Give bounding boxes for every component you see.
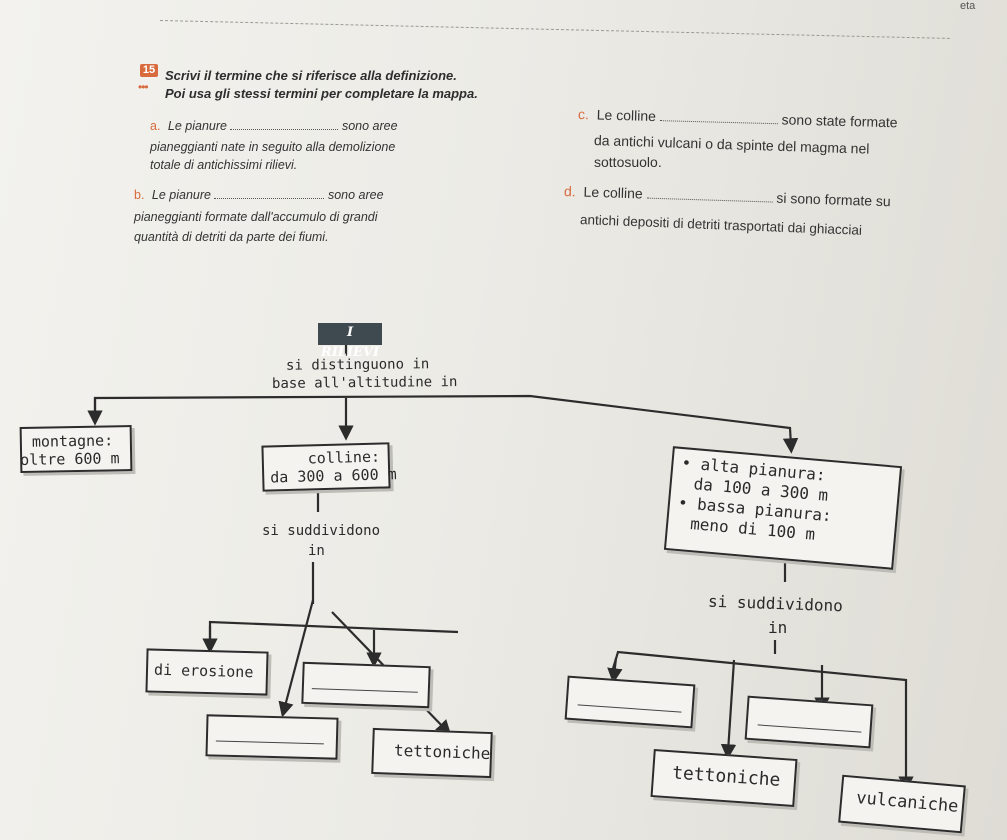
hills-blank-box-2 bbox=[205, 714, 339, 760]
definition-a-blank[interactable] bbox=[230, 119, 339, 130]
definition-b-line-1: b. Le pianure sono aree bbox=[134, 188, 384, 202]
definition-b-blank[interactable] bbox=[214, 188, 325, 199]
definition-a-line-1: a. Le pianure sono aree bbox=[150, 119, 398, 133]
difficulty-dots: ••• bbox=[138, 80, 149, 94]
definition-a-line-2: pianeggianti nate in seguito alla demoli… bbox=[150, 140, 396, 154]
hills-box: colline: da 300 a 600 m bbox=[261, 442, 397, 492]
exercise-number-badge: 15 bbox=[140, 64, 158, 77]
plains-answer-line-2[interactable] bbox=[757, 724, 862, 733]
plains-answer-line-1[interactable] bbox=[577, 704, 682, 713]
mountains-label: montagne: bbox=[31, 431, 114, 451]
plains-subdivide-line-2: in bbox=[768, 618, 788, 637]
hills-subdivide-line-1: si suddividono bbox=[262, 523, 381, 539]
instruction-line-2: Poi usa gli stessi termini per completar… bbox=[165, 86, 478, 101]
hills-erosion-box: di erosione bbox=[145, 648, 269, 696]
plains-box: • alta pianura: da 100 a 300 m • bassa p… bbox=[663, 446, 903, 570]
definition-b-letter: b. bbox=[134, 188, 145, 202]
hills-answer-line-1[interactable] bbox=[311, 688, 418, 693]
mountains-box: montagne: oltre 600 m bbox=[19, 425, 133, 473]
map-title: I RILIEVI bbox=[318, 323, 382, 360]
definition-b-line-2: pianeggianti formate dall'accumulo di gr… bbox=[134, 210, 378, 224]
definition-b-tail: sono aree bbox=[327, 188, 384, 202]
hills-label: colline: bbox=[307, 447, 381, 468]
corner-text: eta bbox=[960, 0, 976, 12]
plains-blank-box-1 bbox=[564, 675, 696, 729]
definition-b-line-3: quantità di detriti da parte dei fiumi. bbox=[134, 230, 329, 244]
definition-c-line-3: sottosuolo. bbox=[594, 154, 662, 170]
hills-subdivide-line-2: in bbox=[308, 543, 325, 559]
plains-blank-box-2 bbox=[744, 695, 874, 749]
definition-b-subject: Le pianure bbox=[151, 188, 211, 202]
hills-blank-box-1 bbox=[301, 661, 431, 709]
definition-a-tail: sono aree bbox=[341, 119, 398, 133]
hills-altitude: da 300 a 600 m bbox=[270, 465, 397, 487]
hills-erosion-label: di erosione bbox=[153, 660, 254, 682]
split-line-1: si distinguono in bbox=[285, 356, 430, 374]
hills-tectonic-label: tettoniche bbox=[393, 740, 491, 764]
plains-tectonic-box: tettoniche bbox=[650, 749, 798, 807]
definition-a-letter: a. bbox=[150, 119, 161, 133]
split-line-2: base all'altitudine in bbox=[271, 374, 458, 392]
plains-tectonic-label: tettoniche bbox=[671, 762, 782, 791]
definition-a-line-3: totale di antichissimi rilievi. bbox=[150, 158, 298, 172]
instruction-line-1: Scrivi il termine che si riferisce alla … bbox=[165, 68, 457, 83]
plains-volcanic-label: vulcaniche bbox=[855, 788, 960, 817]
hills-answer-line-2[interactable] bbox=[215, 740, 324, 745]
mountains-altitude: oltre 600 m bbox=[20, 449, 120, 469]
hills-tectonic-box: tettoniche bbox=[371, 727, 493, 779]
definition-a-subject: Le pianure bbox=[167, 119, 227, 133]
